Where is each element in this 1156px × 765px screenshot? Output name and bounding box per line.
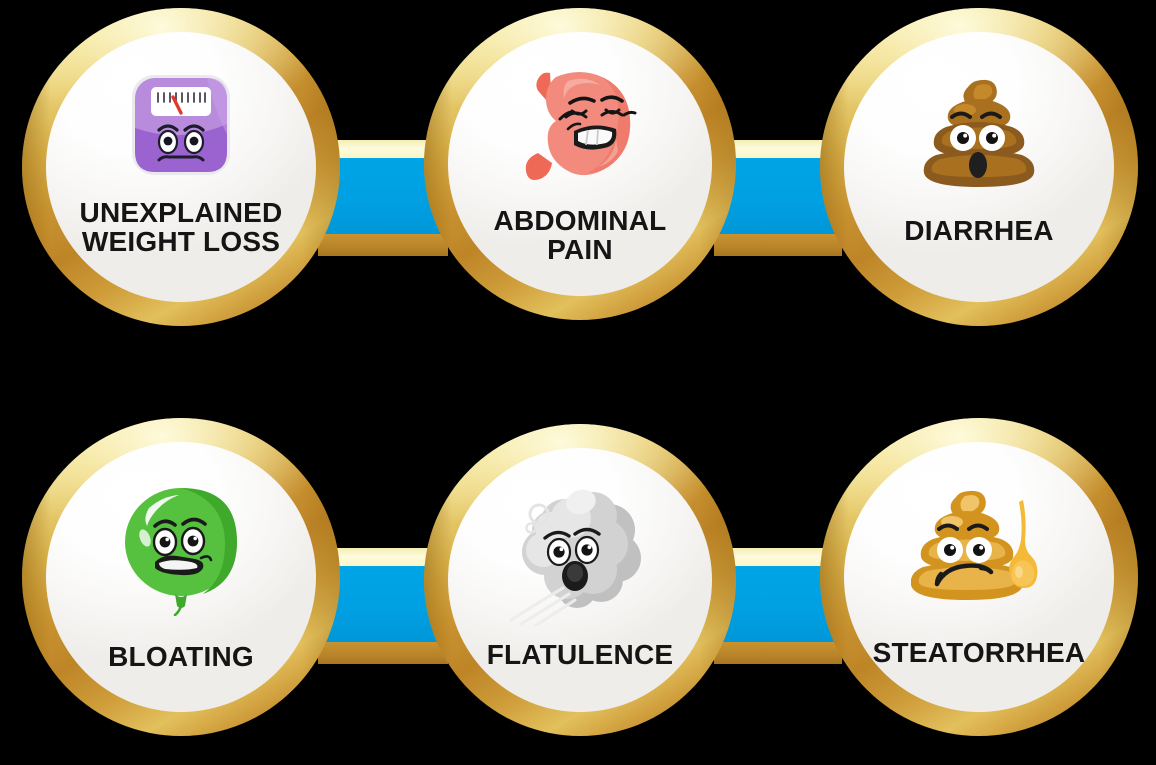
node-face: FLATULENCE	[448, 448, 712, 712]
node-label: BLOATING	[108, 641, 254, 672]
bathroom-scale-icon	[132, 75, 230, 175]
symptom-node-steatorrhea[interactable]: STEATORRHEA	[820, 418, 1138, 736]
node-face: UNEXPLAINED WEIGHT LOSS	[46, 32, 316, 302]
node-label: ABDOMINAL PAIN	[493, 205, 667, 266]
icon-container	[119, 486, 243, 616]
symptom-node-bloating[interactable]: BLOATING	[22, 418, 340, 736]
poop-oily-yellow-icon	[911, 490, 1038, 600]
connector-top-highlight	[318, 140, 448, 158]
icon-container	[516, 66, 644, 186]
node-label: STEATORRHEA	[872, 637, 1086, 668]
symptom-node-abdominal-pain[interactable]: ABDOMINAL PAIN	[424, 8, 736, 320]
connector-bottom-shadow	[714, 642, 842, 664]
node-face: ABDOMINAL PAIN	[448, 32, 712, 296]
stomach-icon	[525, 72, 637, 180]
connector-bottom-shadow	[318, 642, 448, 664]
node-label: FLATULENCE	[486, 639, 674, 670]
connector-top-highlight	[714, 548, 842, 566]
icon-container	[505, 484, 655, 626]
node-label: UNEXPLAINED WEIGHT LOSS	[79, 197, 283, 258]
node-face: DIARRHEA	[844, 32, 1114, 302]
node-face: BLOATING	[46, 442, 316, 712]
node-face: STEATORRHEA	[844, 442, 1114, 712]
connector-bottom-shadow	[714, 234, 842, 256]
connector-top-highlight	[714, 140, 842, 158]
symptom-node-diarrhea[interactable]: DIARRHEA	[820, 8, 1138, 326]
green-balloon-icon	[125, 488, 237, 616]
icon-container	[911, 486, 1047, 614]
node-label: DIARRHEA	[904, 215, 1054, 246]
symptom-node-unexplained-weight-loss[interactable]: UNEXPLAINED WEIGHT LOSS	[22, 8, 340, 326]
connector-bottom-shadow	[318, 234, 448, 256]
connector-top-highlight	[318, 548, 448, 566]
symptom-node-flatulence[interactable]: FLATULENCE	[424, 424, 736, 736]
gas-cloud-icon	[509, 489, 641, 626]
icon-container	[129, 70, 233, 180]
poop-brown-icon	[923, 79, 1035, 187]
icon-container	[920, 76, 1038, 194]
